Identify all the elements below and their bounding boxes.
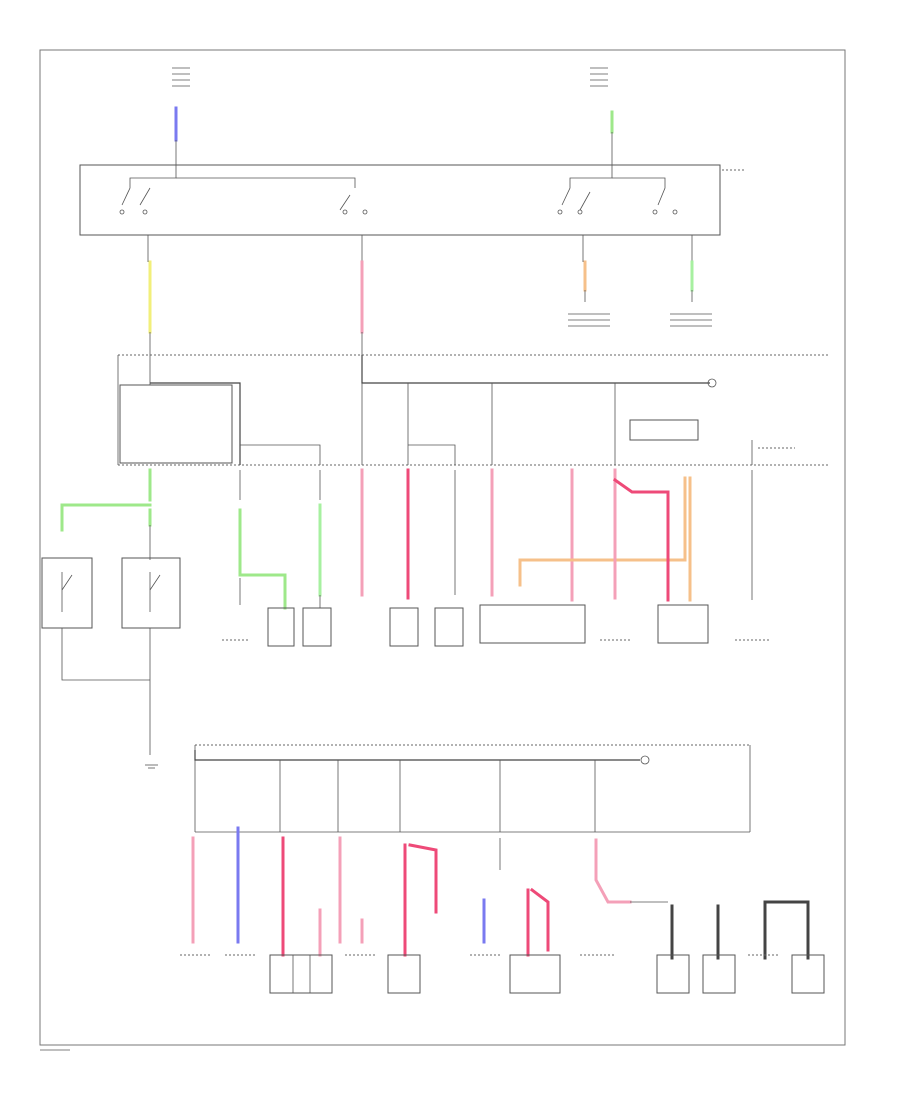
fuse-box-lower — [194, 744, 751, 833]
diagram-frame — [39, 49, 846, 1046]
fuse-box-upper — [117, 354, 828, 466]
top-feed-left — [172, 67, 190, 165]
middle-components — [222, 604, 770, 647]
lower-components — [180, 954, 825, 994]
lower-branches — [191, 826, 810, 960]
top-feed-right — [590, 67, 614, 165]
ignition-switch — [79, 164, 745, 236]
middle-branches — [41, 468, 753, 769]
